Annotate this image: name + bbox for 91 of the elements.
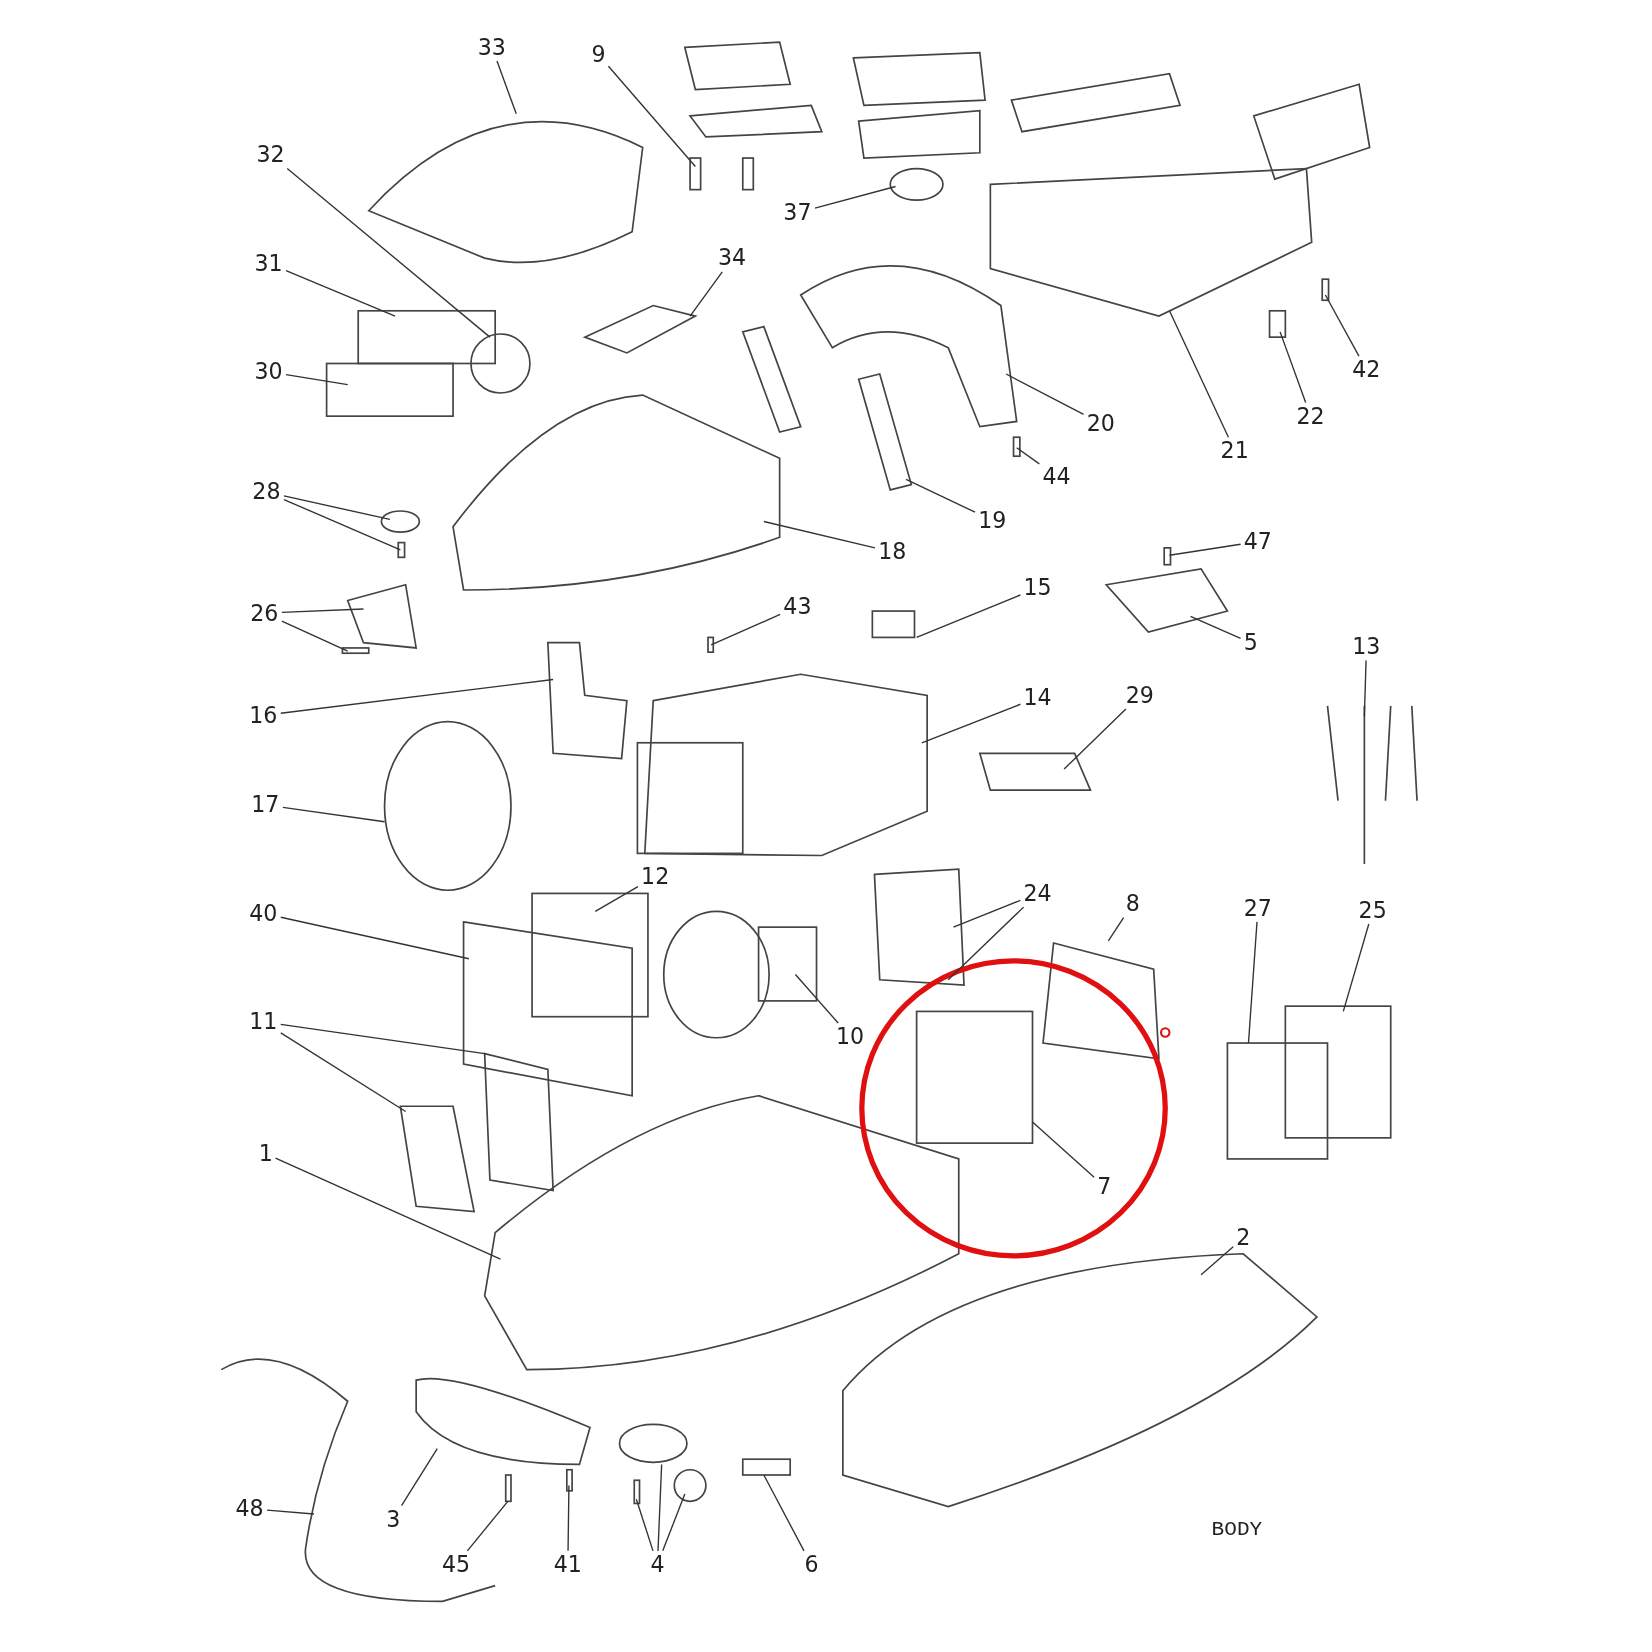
callout-number: 21 [1220, 438, 1249, 464]
callout-number: 6 [804, 1551, 819, 1578]
callout-number: 25 [1358, 897, 1387, 923]
callout-number: 30 [254, 359, 283, 385]
leader-line [281, 620, 349, 652]
drawing-title: BODY [1211, 1517, 1263, 1542]
callout-number: 14 [1023, 684, 1052, 711]
leader-line [794, 973, 839, 1024]
callout-number: 32 [256, 142, 285, 168]
leader-line [607, 65, 697, 168]
leader-line [1168, 543, 1242, 556]
callout-number: 4 [650, 1551, 665, 1578]
leader-line [280, 1032, 407, 1113]
leader-line [274, 1157, 502, 1260]
leader-line [285, 269, 396, 317]
callout-number: 5 [1243, 630, 1258, 656]
leader-line [280, 1023, 486, 1055]
leader-line [915, 594, 1022, 639]
callout-number: 40 [249, 900, 278, 927]
callout-number: 12 [641, 863, 670, 890]
callout-number: 16 [249, 702, 278, 728]
leader-line [285, 374, 349, 386]
callout-number: 27 [1243, 895, 1272, 921]
leader-line [1005, 373, 1085, 416]
leader-line [266, 1509, 315, 1515]
callout-number: 44 [1042, 463, 1071, 489]
callout-number: 9 [591, 42, 606, 68]
leader-line [1168, 310, 1230, 438]
callout-number: 22 [1296, 403, 1325, 429]
leader-line [921, 703, 1022, 744]
leader-line [594, 885, 639, 913]
leader-line [283, 495, 391, 521]
callout-number: 20 [1086, 410, 1115, 437]
leader-line [496, 60, 517, 115]
leader-line [1063, 708, 1127, 770]
leader-line [1200, 1246, 1234, 1276]
leader-line [814, 185, 897, 209]
leader-line [466, 1500, 509, 1552]
leader-line [280, 678, 554, 714]
leader-line [400, 1447, 438, 1507]
leader-line [1363, 659, 1367, 718]
callout-number: 48 [235, 1496, 264, 1522]
leader-line [281, 608, 365, 614]
callout-number: 3 [386, 1506, 401, 1532]
callout-number: 17 [251, 792, 280, 818]
callout-number: 8 [1125, 891, 1140, 917]
callout-number: 1 [258, 1141, 273, 1167]
leader-line [567, 1484, 570, 1552]
callout-number: 33 [477, 34, 506, 61]
callout-number: 31 [254, 250, 283, 277]
callout-number: 10 [836, 1024, 865, 1050]
leader-line [1189, 615, 1242, 639]
leader-line [710, 613, 781, 646]
leader-line [1324, 294, 1360, 357]
callout-number: 34 [718, 245, 747, 271]
leader-line [763, 1474, 805, 1552]
callout-number: 2 [1236, 1225, 1251, 1251]
leader-line [905, 478, 976, 513]
callout-number: 47 [1243, 528, 1272, 555]
leader-line [947, 906, 1025, 981]
leader-line [286, 167, 491, 338]
leader-line [1342, 923, 1370, 1013]
leader-line [657, 1463, 663, 1552]
callout-number: 29 [1125, 682, 1154, 708]
callout-number: 24 [1023, 880, 1052, 907]
leader-line [1031, 1121, 1095, 1179]
leader-line [283, 498, 402, 551]
callout-number: 13 [1352, 634, 1381, 660]
leader-line [1279, 331, 1307, 404]
callout-number: 18 [878, 539, 907, 565]
callout-number: 15 [1023, 575, 1052, 601]
callout-number: 28 [252, 479, 281, 505]
leader-line [282, 806, 386, 823]
leader-line [1247, 921, 1258, 1044]
leader-line [662, 1493, 686, 1552]
callout-number: 41 [553, 1551, 582, 1578]
callout-number: 45 [441, 1551, 471, 1578]
callout-number: 11 [249, 1009, 278, 1035]
callout-number: 7 [1097, 1173, 1112, 1199]
leader-line [952, 899, 1022, 928]
leader-line [1107, 916, 1125, 942]
callout-number: 43 [783, 594, 812, 620]
leader-line [763, 520, 876, 549]
leader-line [1016, 447, 1041, 465]
leader-line [280, 916, 470, 960]
callout-number: 19 [978, 507, 1007, 534]
callout-number: 42 [1352, 357, 1381, 383]
leader-line [689, 271, 723, 317]
leader-line [635, 1498, 654, 1552]
callout-number: 26 [250, 600, 279, 626]
callout-number: 37 [783, 200, 812, 226]
